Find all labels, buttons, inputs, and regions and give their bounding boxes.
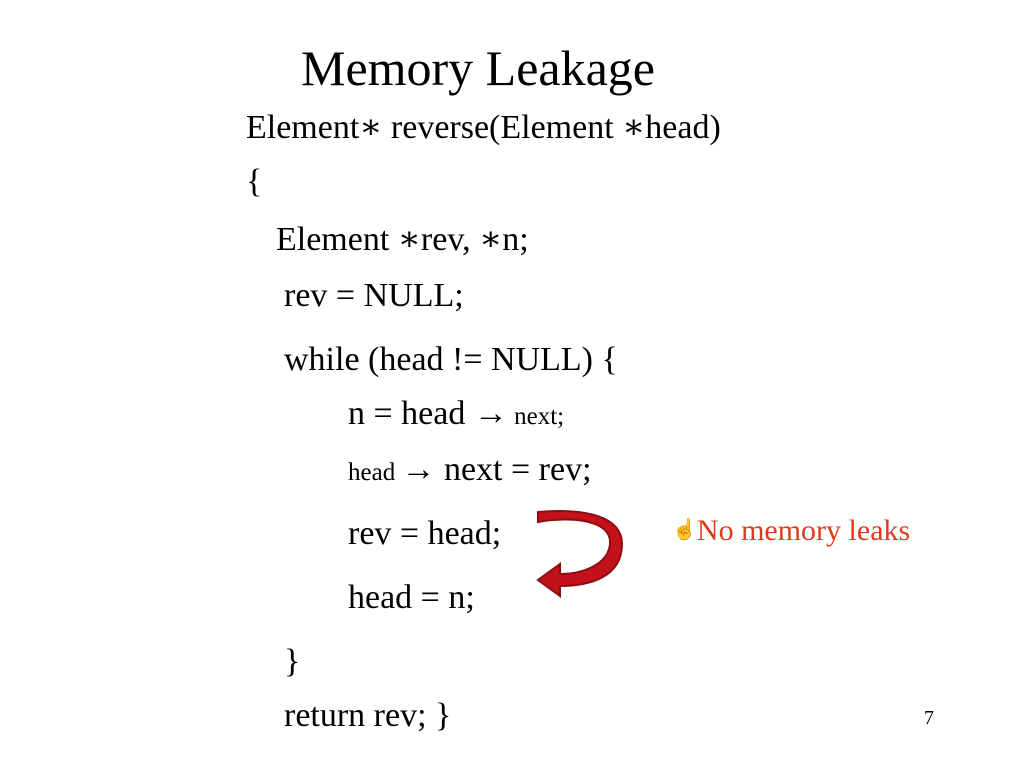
code-line-while: while (head != NULL) { (284, 341, 618, 378)
declaration-text-c: n; (502, 221, 529, 258)
thumbs-up-icon: ☝ (672, 519, 697, 541)
code-line-n-assign: n = head → next; (348, 394, 564, 437)
code-line-close-brace: } (284, 643, 301, 680)
page-number: 7 (924, 707, 934, 729)
pointer-star: ∗ (397, 221, 421, 258)
line-n-text-b: next; (507, 403, 565, 430)
declaration-text-a: Element (276, 221, 398, 258)
signature-text-b: reverse(Element (382, 109, 623, 146)
code-line-rev-head: rev = head; (348, 515, 502, 552)
line-next-text-b: next = rev; (435, 451, 592, 488)
arrow-right-icon: → (473, 395, 508, 432)
note-text: No memory leaks (696, 514, 911, 547)
slide-title: Memory Leakage (300, 40, 655, 96)
code-line-return: return rev; } (284, 697, 452, 734)
arrow-right-icon: → (401, 451, 436, 488)
pointer-star: ∗ (479, 221, 503, 258)
signature-text-c: head) (645, 109, 721, 146)
code-line-next-assign: head → next = rev; (348, 450, 592, 493)
signature-text-a: Element (246, 109, 360, 146)
pointer-star: ∗ (359, 109, 383, 146)
code-line-signature: Element∗ reverse(Element ∗head) (246, 108, 721, 148)
line-n-text-a: n = head (348, 395, 474, 432)
line-next-text-a: head (348, 459, 402, 486)
code-line-declaration: Element ∗rev, ∗n; (276, 220, 529, 260)
curved-arrow-shape (536, 510, 624, 598)
note-no-memory-leaks: ☝No memory leaks (672, 512, 910, 549)
code-line-head-n: head = n; (348, 579, 475, 616)
pointer-star: ∗ (622, 109, 646, 146)
curved-arrow-icon (536, 510, 624, 598)
code-line-rev-null: rev = NULL; (284, 277, 464, 314)
declaration-text-b: rev, (420, 221, 480, 258)
code-line-open-brace: { (246, 163, 263, 200)
